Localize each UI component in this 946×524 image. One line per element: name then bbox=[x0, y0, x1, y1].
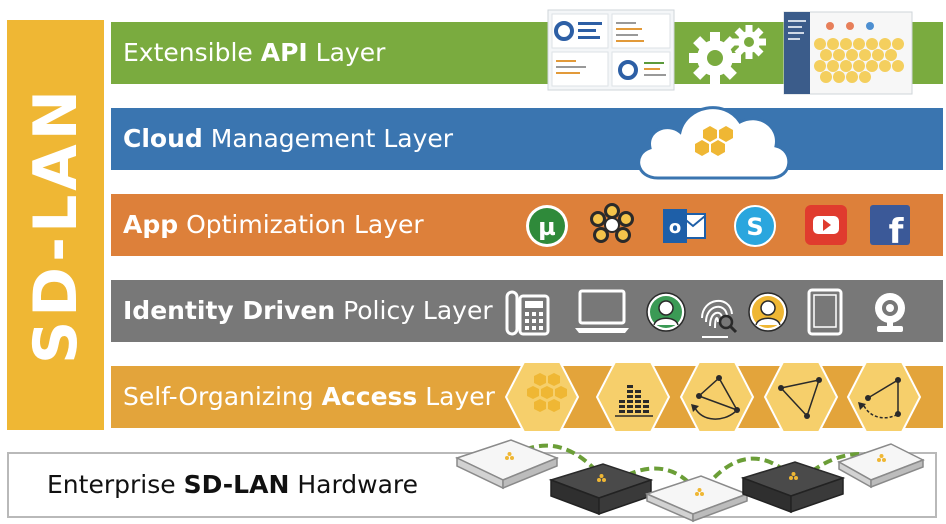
skype-icon: S bbox=[733, 204, 777, 248]
svg-text:f: f bbox=[889, 212, 905, 252]
fingerprint-icon bbox=[696, 288, 740, 340]
app-layer-title: App Optimization Layer bbox=[123, 210, 424, 239]
hive-honeycomb-icon bbox=[504, 360, 580, 434]
gears-icon bbox=[685, 20, 771, 86]
mesh-icon bbox=[763, 360, 839, 434]
access-layer-title: Self-Organizing Access Layer bbox=[123, 382, 495, 411]
svg-text:o: o bbox=[669, 217, 681, 238]
hive-map-screenshot-icon bbox=[783, 11, 913, 95]
access-point-icon bbox=[644, 475, 750, 523]
sd-lan-label: SD-LAN bbox=[20, 86, 91, 364]
roaming-icon bbox=[679, 360, 755, 434]
switch-icon bbox=[548, 463, 654, 516]
switch-icon bbox=[740, 461, 846, 514]
dashboard-screenshot-icon bbox=[547, 9, 675, 91]
sd-lan-side-bar: SD-LAN bbox=[7, 20, 104, 430]
identity-policy-layer: Identity Driven Policy Layer bbox=[111, 280, 943, 342]
bee-flower-icon bbox=[589, 202, 635, 248]
svg-text:S: S bbox=[746, 213, 763, 241]
youtube-icon bbox=[805, 205, 847, 245]
utorrent-icon: µ bbox=[525, 204, 569, 248]
cloud-management-layer: Cloud Management Layer bbox=[111, 106, 943, 180]
cloud-hive-icon bbox=[628, 92, 798, 188]
ip-phone-icon bbox=[505, 290, 550, 336]
svg-text:µ: µ bbox=[538, 213, 556, 241]
hardware-title: Enterprise SD-LAN Hardware bbox=[47, 470, 419, 499]
tablet-icon bbox=[807, 288, 843, 336]
hardware-devices bbox=[455, 436, 925, 523]
api-layer-title: Extensible API Layer bbox=[123, 38, 386, 67]
access-layer: Self-Organizing Access Layer bbox=[111, 361, 943, 433]
webcam-icon bbox=[871, 290, 909, 336]
identity-layer-title: Identity Driven Policy Layer bbox=[123, 296, 493, 325]
facebook-icon: f bbox=[870, 205, 910, 252]
self-healing-icon bbox=[846, 360, 922, 434]
api-layer: Extensible API Layer bbox=[111, 9, 943, 95]
access-point-icon bbox=[837, 443, 925, 489]
outlook-icon: o bbox=[661, 206, 707, 246]
user-avatar-icon bbox=[748, 292, 788, 332]
laptop-icon bbox=[573, 288, 631, 334]
user-avatar-icon bbox=[646, 292, 686, 332]
access-point-icon bbox=[455, 439, 560, 490]
cloud-layer-title: Cloud Management Layer bbox=[123, 124, 454, 153]
spectrum-analyzer-icon bbox=[595, 360, 671, 434]
app-optimization-layer: App Optimization Layer µ o bbox=[111, 194, 943, 256]
